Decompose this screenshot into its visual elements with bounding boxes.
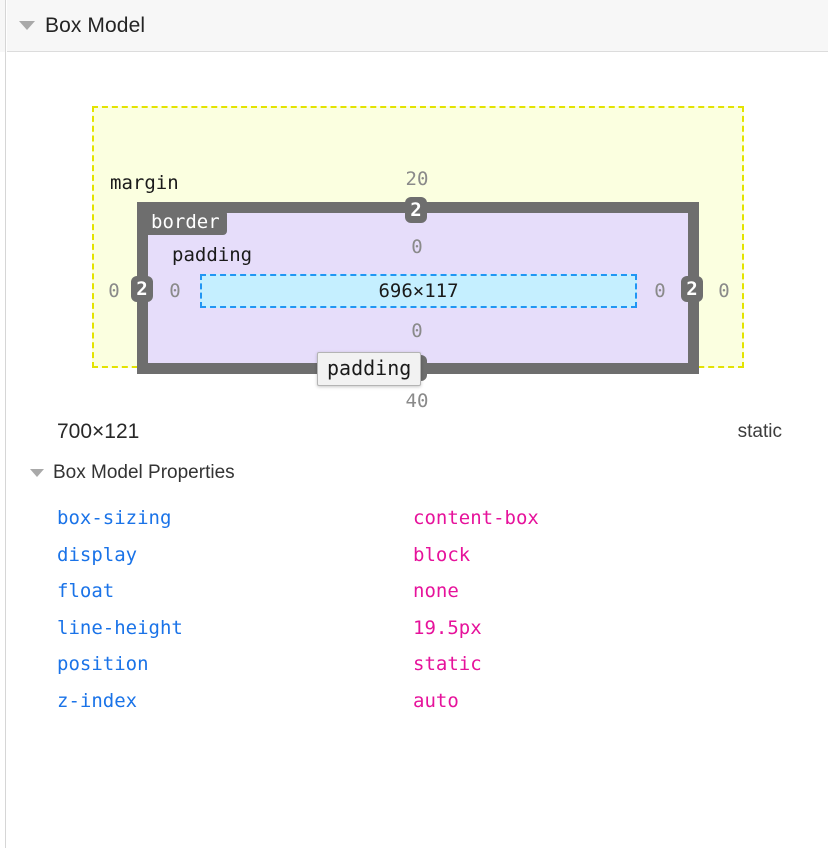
hover-tooltip: padding — [317, 352, 422, 386]
property-row[interactable]: position static — [0, 646, 828, 683]
box-model-diagram: margin border padding 696×117 20 2 0 0 2… — [0, 52, 828, 412]
box-model-properties-title: Box Model Properties — [53, 462, 235, 483]
border-top-value[interactable]: 2 — [405, 197, 427, 223]
padding-right-value[interactable]: 0 — [654, 280, 666, 302]
border-label: border — [144, 210, 227, 235]
padding-bottom-value[interactable]: 0 — [411, 320, 423, 342]
element-dimensions: 700×121 — [57, 420, 140, 443]
page-title: Box Model — [45, 13, 146, 37]
triangle-down-icon[interactable] — [19, 21, 35, 30]
property-row[interactable]: display block — [0, 537, 828, 574]
padding-left-value[interactable]: 0 — [169, 280, 181, 302]
margin-label: margin — [110, 172, 179, 194]
box-model-summary: 700×121 static — [0, 420, 828, 444]
panel-left-rail — [0, 0, 6, 848]
content-region[interactable]: 696×117 — [200, 274, 637, 308]
property-row[interactable]: box-sizing content-box — [0, 500, 828, 537]
property-name: position — [57, 653, 149, 676]
element-position: static — [737, 421, 782, 442]
property-value: none — [413, 580, 459, 603]
property-value: content-box — [413, 507, 539, 530]
property-name: float — [57, 580, 115, 603]
margin-right-value[interactable]: 0 — [718, 280, 730, 302]
property-value: 19.5px — [413, 616, 482, 639]
property-value: auto — [413, 689, 459, 712]
property-value: static — [413, 653, 482, 676]
property-value: block — [413, 543, 471, 566]
box-model-properties-list: box-sizing content-box display block float no… — [0, 500, 828, 719]
triangle-down-icon[interactable] — [30, 469, 44, 477]
padding-top-value[interactable]: 0 — [411, 236, 423, 258]
box-model-properties-header[interactable]: Box Model Properties — [30, 462, 235, 484]
property-name: box-sizing — [57, 507, 172, 530]
panel-left-rail-header — [0, 0, 6, 52]
property-row[interactable]: line-height 19.5px — [0, 610, 828, 647]
margin-left-value[interactable]: 0 — [108, 280, 120, 302]
property-name: display — [57, 543, 138, 566]
property-row[interactable]: z-index auto — [0, 683, 828, 720]
property-row[interactable]: float none — [0, 573, 828, 610]
padding-label: padding — [172, 244, 253, 266]
border-left-value[interactable]: 2 — [131, 276, 153, 302]
property-name: z-index — [57, 689, 138, 712]
margin-top-value[interactable]: 20 — [405, 168, 429, 190]
content-dimensions: 696×117 — [378, 280, 459, 302]
property-name: line-height — [57, 616, 183, 639]
box-model-panel-header[interactable]: Box Model — [7, 0, 828, 52]
border-right-value[interactable]: 2 — [681, 276, 703, 302]
margin-bottom-value[interactable]: 40 — [405, 390, 429, 412]
